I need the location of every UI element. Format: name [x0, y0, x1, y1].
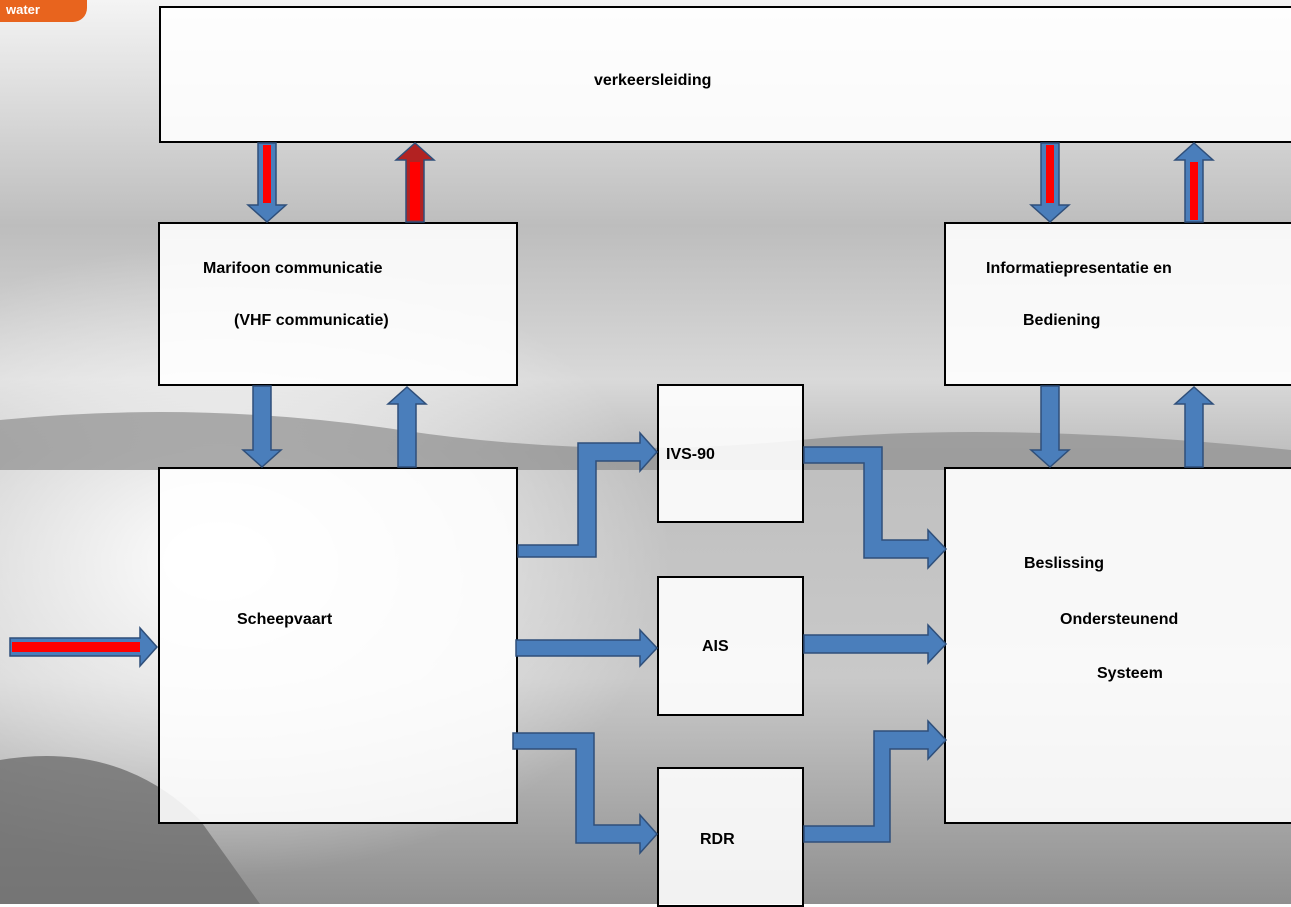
label-bos-line2: Ondersteunend — [1060, 611, 1179, 628]
box-verkeersleiding: verkeersleiding — [159, 6, 1291, 143]
logo-badge: water — [0, 0, 87, 22]
label-ivs-90: IVS-90 — [666, 446, 715, 463]
label-ais: AIS — [702, 638, 729, 655]
label-marifoon-line1: Marifoon communicatie — [203, 260, 383, 277]
label-bos-line3: Systeem — [1097, 665, 1163, 682]
label-marifoon-line2: (VHF communicatie) — [234, 312, 389, 329]
label-informatie-line1: Informatiepresentatie en — [986, 260, 1172, 277]
box-ivs-90: IVS-90 — [657, 384, 804, 523]
label-scheepvaart: Scheepvaart — [237, 611, 333, 628]
label-verkeersleiding: verkeersleiding — [594, 72, 712, 89]
label-informatie-line2: Bediening — [1023, 312, 1101, 329]
logo-text: water — [6, 2, 40, 17]
label-bos-line1: Beslissing — [1024, 555, 1105, 572]
box-beslissing-ondersteunend-systeem: Beslissing Ondersteunend Systeem — [944, 467, 1291, 824]
box-rdr: RDR — [657, 767, 804, 907]
box-ais: AIS — [657, 576, 804, 716]
label-rdr: RDR — [700, 831, 735, 848]
box-informatie: Informatiepresentatie en Bediening — [944, 222, 1291, 386]
box-marifoon: Marifoon communicatie (VHF communicatie) — [158, 222, 518, 386]
box-scheepvaart: Scheepvaart — [158, 467, 518, 824]
